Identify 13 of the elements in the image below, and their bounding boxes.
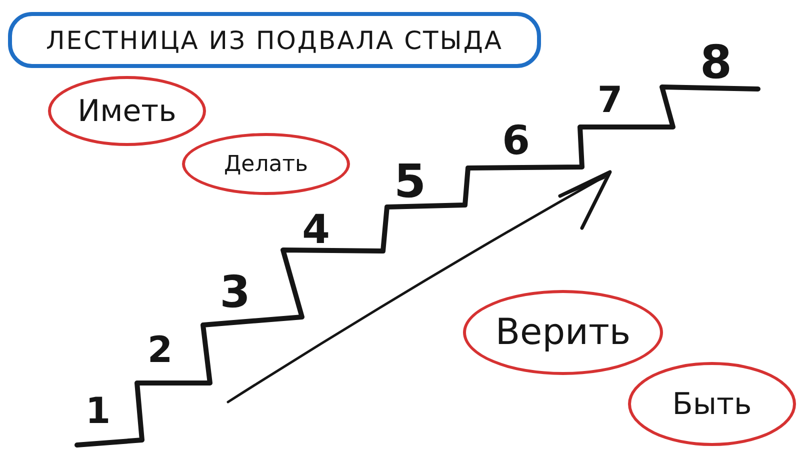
step-number: 4 xyxy=(302,210,330,250)
oval-node: Иметь xyxy=(48,76,206,146)
step-number: 7 xyxy=(597,83,623,119)
step-number: 8 xyxy=(700,39,732,85)
oval-node: Верить xyxy=(463,290,663,375)
oval-node: Быть xyxy=(628,362,796,446)
oval-node: Делать xyxy=(182,133,350,195)
step-number: 1 xyxy=(85,394,111,430)
step-number: 5 xyxy=(394,158,426,204)
step-number: 3 xyxy=(220,271,250,315)
title-banner: ЛЕСТНИЦА ИЗ ПОДВАЛА СТЫДА xyxy=(8,12,541,68)
step-number: 2 xyxy=(147,333,173,369)
step-number: 6 xyxy=(502,121,530,161)
